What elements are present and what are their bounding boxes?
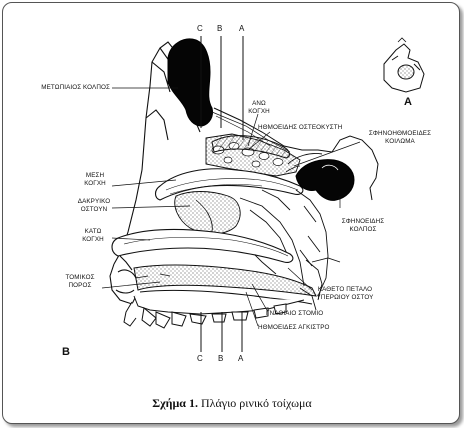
section-lines <box>200 36 244 352</box>
label-ethmoid-cell: ΗΘΜΟΕΙΔΗΣ ΟΣΤΕΟΚΥΣΤΗ <box>258 124 343 131</box>
label-middle-concha: ΜΕΣΗ ΚΟΓΧΗ <box>78 172 112 188</box>
label-lacrimal-line2: ΟΣΤΟΥΝ <box>80 206 108 213</box>
section-letter-a-bottom: A <box>238 354 244 363</box>
section-letter-c-bottom: C <box>197 354 203 363</box>
panel-label-a: Α <box>404 96 412 108</box>
superior-concha-shape <box>211 135 290 159</box>
label-inferior-concha-line2: ΚΟΓΧΗ <box>82 236 104 243</box>
label-sphenoethmoidal-recess: ΣΦΗΝΟΗΘΜΟΕΙΔΕΣ ΚΟΙΛΩΜΑ <box>352 130 448 146</box>
frontal-sinus-cavity <box>167 38 213 127</box>
label-uncinate-process: ΗΘΜΟΕΙΔΕΣ ΑΓΚΙΣΤΡΟ <box>258 324 330 331</box>
section-letter-c-top: C <box>197 24 203 33</box>
section-letter-b-bottom: B <box>218 354 224 363</box>
palate-and-teeth <box>123 264 317 329</box>
label-inferior-concha: ΚΑΤΩ ΚΟΓΧΗ <box>76 228 110 244</box>
label-superior-concha: ΑΝΩ ΚΟΓΧΗ <box>244 100 274 116</box>
label-lacrimal-bone: ΔΑΚΡΥΙΚΟ ΟΣΤΟΥΝ <box>72 198 116 214</box>
label-lacrimal-line1: ΔΑΚΡΥΙΚΟ <box>77 198 111 205</box>
label-sphenoethmoidal-line1: ΣΦΗΝΟΗΘΜΟΕΙΔΕΣ <box>368 130 432 137</box>
label-superior-concha-line2: ΚΟΓΧΗ <box>248 108 270 115</box>
label-incisive-canal-line2: ΠΟΡΟΣ <box>68 282 92 289</box>
palatine-plate <box>299 257 341 311</box>
label-incisive-canal-line1: ΤΟΜΙΚΟΣ <box>65 274 95 281</box>
section-letter-b-top: B <box>217 24 223 33</box>
label-maxillary-hiatus: ΓΝΑΘΙΑΙΟ ΣΤΟΜΙΟ <box>266 310 324 317</box>
label-palatine-plate-line1: ΚΑΘΕΤΟ ΠΕΤΑΛΟ <box>317 286 373 293</box>
label-middle-concha-line2: ΚΟΓΧΗ <box>84 180 106 187</box>
label-middle-concha-line1: ΜΕΣΗ <box>85 172 105 179</box>
sphenoid-sinus-cavity <box>295 159 355 201</box>
section-letter-a-top: A <box>239 24 245 33</box>
label-superior-concha-line1: ΑΝΩ <box>252 100 266 107</box>
figure-caption-label: Σχήμα 1. <box>152 396 198 410</box>
nose-outline <box>109 255 137 305</box>
panel-label-b: Β <box>62 346 70 358</box>
figure-caption-text: Πλάγιο ρινικό τοίχωμα <box>201 396 312 410</box>
label-palatine-plate: ΚΑΘΕΤΟ ΠΕΤΑΛΟ ΥΠΕΡΩΙΟΥ ΟΣΤΟΥ <box>304 286 386 302</box>
figure-caption: Σχήμα 1. Πλάγιο ρινικό τοίχωμα <box>0 396 464 411</box>
label-inferior-concha-line1: ΚΑΤΩ <box>84 228 102 235</box>
label-palatine-plate-line2: ΥΠΕΡΩΙΟΥ ΟΣΤΟΥ <box>316 294 374 301</box>
label-sphenoid-sinus: ΣΦΗΝΟΕΙΔΗΣ ΚΟΛΠΟΣ <box>338 218 388 234</box>
inset-sphenoid-sketch <box>383 37 425 93</box>
label-incisive-canal: ΤΟΜΙΚΟΣ ΠΟΡΟΣ <box>58 274 102 290</box>
label-sphenoid-sinus-line1: ΣΦΗΝΟΕΙΔΗΣ <box>341 218 385 225</box>
label-sphenoethmoidal-line2: ΚΟΙΛΩΜΑ <box>385 138 415 145</box>
inferior-concha-shape <box>111 228 294 263</box>
label-frontal-sinus: ΜΕΤΩΠΙΑΙΟΣ ΚΟΛΠΟΣ <box>41 84 110 91</box>
label-sphenoid-sinus-line2: ΚΟΛΠΟΣ <box>349 226 377 233</box>
posterior-wall <box>235 189 329 297</box>
leader-lines <box>101 87 361 327</box>
